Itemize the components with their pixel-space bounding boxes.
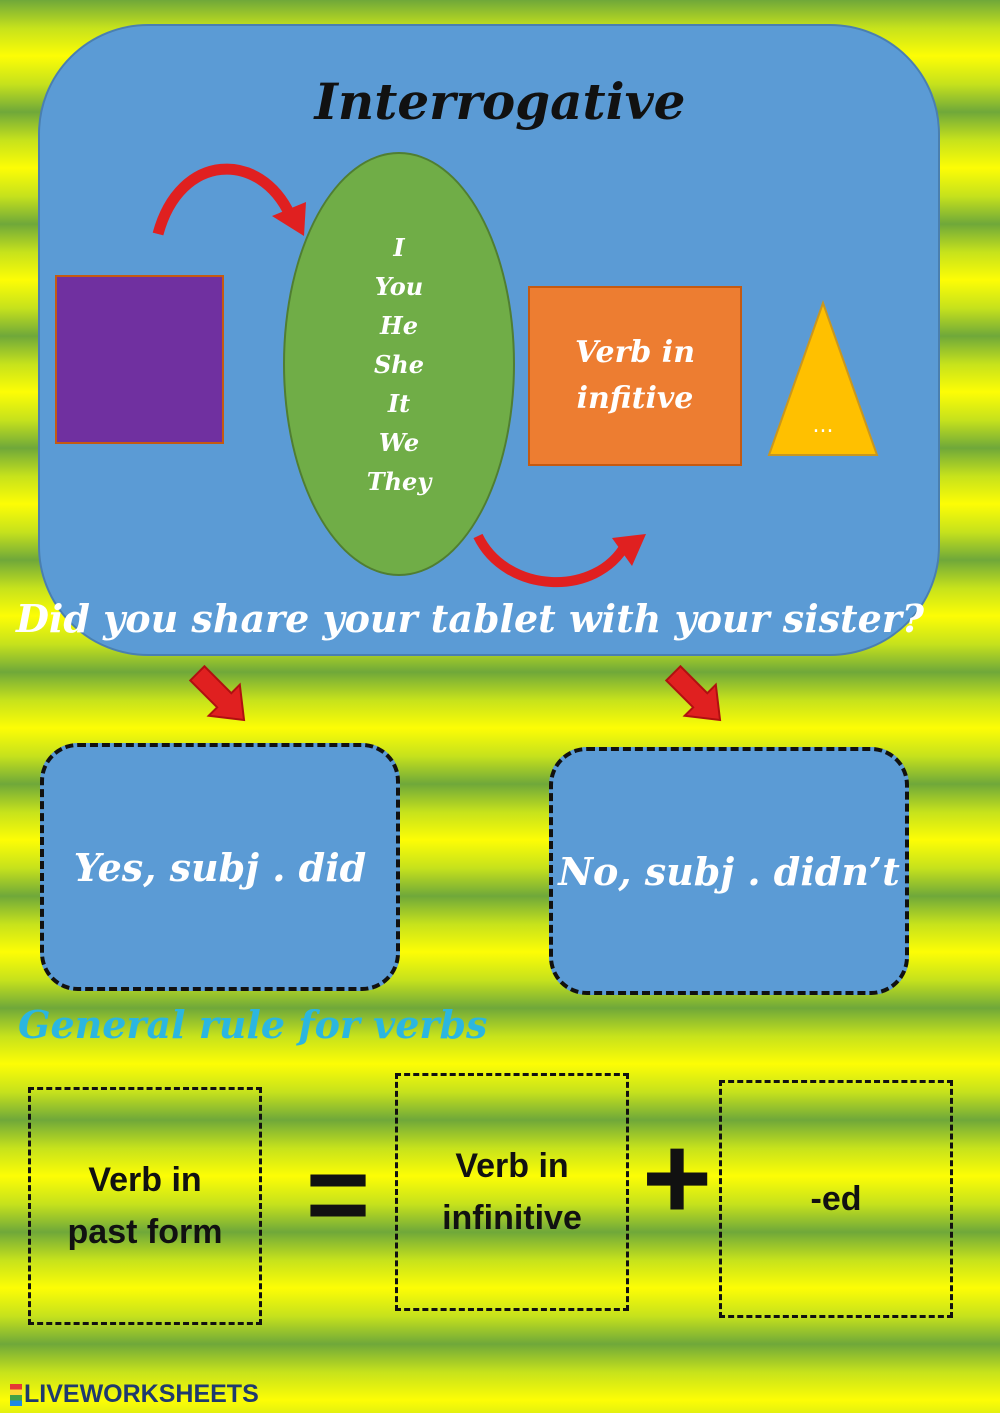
subject-i: I (393, 232, 405, 262)
plus-sign: + (641, 1111, 713, 1245)
infinitive-text: Verb in infinitive (442, 1147, 582, 1237)
verb-infinitive-box: Verb in infitive (528, 286, 742, 466)
arrow-down-right-icon (664, 664, 722, 722)
yes-answer-text: Yes, subj . did (73, 844, 367, 890)
subject-she: She (373, 349, 425, 379)
arrow-down-left-icon (188, 664, 246, 722)
past-form-text: Verb in past form (67, 1161, 223, 1251)
past-form-box: Verb in past form (28, 1087, 262, 1325)
liveworksheets-logo: LIVEWORKSHEETS (10, 1380, 259, 1409)
subject-it: It (387, 388, 411, 418)
logo-icon (10, 1383, 22, 1406)
subject-they: They (366, 466, 432, 496)
ed-suffix-text: -ed (810, 1180, 862, 1218)
no-answer-text: No, subj . didn’t (558, 848, 900, 894)
verb-box-label: Verb in infitive (574, 335, 696, 416)
subject-we: We (378, 427, 420, 457)
page-title: Interrogative (314, 72, 686, 131)
rule-title: General rule for verbs (18, 1002, 488, 1047)
infinitive-box: Verb in infinitive (395, 1073, 629, 1311)
watermark-text: LIVEWORKSHEETS (24, 1380, 259, 1408)
subject-he: He (380, 310, 418, 340)
curved-arrow-top-icon (152, 163, 306, 236)
triangle-text: ... (813, 413, 834, 438)
yes-answer-box: Yes, subj . did (40, 743, 400, 991)
subject-you: You (374, 271, 424, 301)
equals-sign: = (305, 1133, 371, 1256)
subject-placeholder-square (55, 275, 224, 444)
subjects-ellipse: I You He She It We They (283, 152, 515, 576)
curved-arrow-bottom-icon (473, 533, 646, 588)
ed-suffix-box: -ed (719, 1080, 953, 1318)
complement-triangle: ... (767, 300, 879, 456)
no-answer-box: No, subj . didn’t (549, 747, 909, 995)
example-question: Did you share your tablet with your sist… (15, 596, 925, 641)
